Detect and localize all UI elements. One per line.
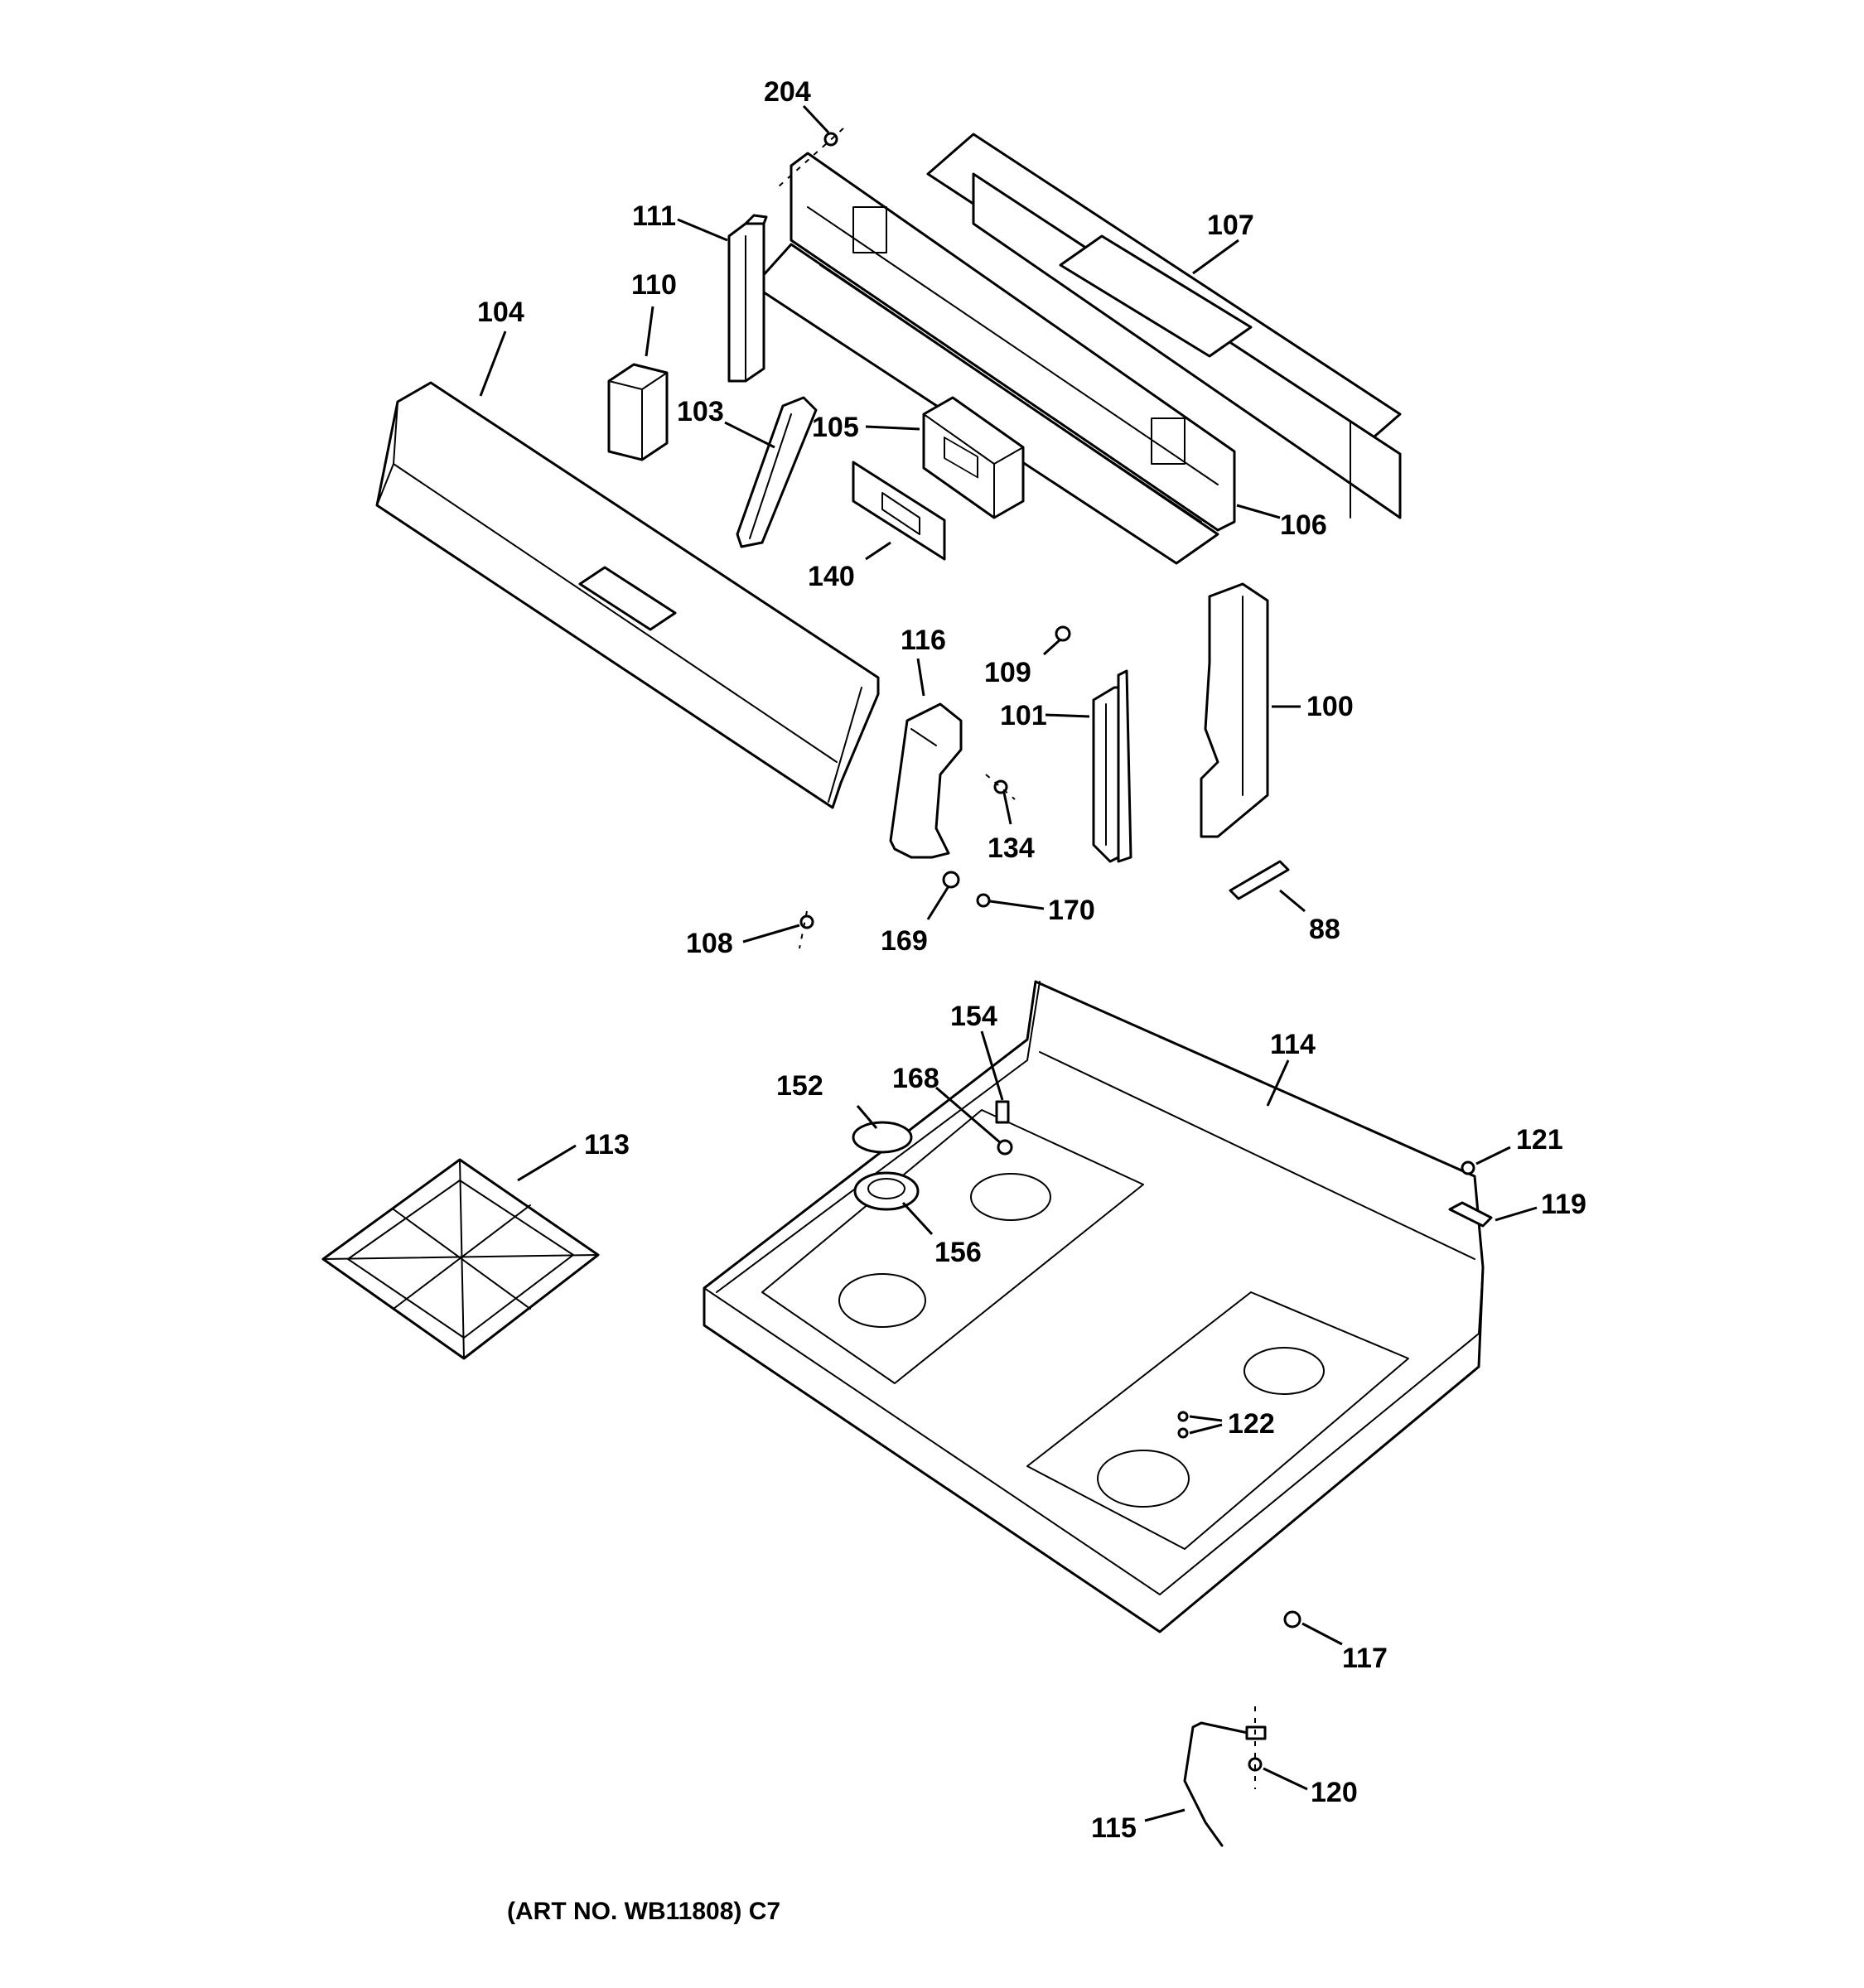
part-134-screw: [985, 774, 1016, 800]
leader-lines: [479, 104, 1538, 1822]
label-109: 109: [984, 657, 1031, 688]
label-140: 140: [808, 561, 855, 592]
part-119-bracket: [1448, 1201, 1493, 1228]
label-168: 168: [892, 1063, 939, 1094]
label-101: 101: [1000, 700, 1047, 731]
art-number-caption: (ART NO. WB11808) C7: [507, 1898, 780, 1925]
part-88-spacer: [1229, 860, 1290, 900]
part-108-screw: [799, 910, 814, 949]
part-169-washer: [942, 871, 960, 889]
label-111: 111: [632, 200, 676, 232]
label-108: 108: [686, 928, 733, 959]
label-106: 106: [1280, 509, 1327, 541]
part-204-screw: [778, 128, 844, 187]
part-109-nut: [1055, 625, 1071, 642]
label-116: 116: [901, 625, 946, 656]
label-119: 119: [1541, 1189, 1586, 1220]
label-110: 110: [631, 269, 677, 301]
part-106-backguard-frame: [752, 152, 1236, 565]
label-152: 152: [776, 1070, 823, 1102]
part-117-nut: [1283, 1610, 1301, 1629]
label-103: 103: [677, 396, 724, 427]
part-107-rear-cover: [926, 133, 1402, 519]
label-117: 117: [1342, 1643, 1388, 1674]
part-170-screw: [976, 893, 991, 908]
label-107: 107: [1207, 210, 1254, 241]
label-122: 122: [1228, 1408, 1275, 1440]
label-154: 154: [950, 1001, 997, 1032]
part-115-support-rod: [1183, 1721, 1267, 1847]
label-100: 100: [1306, 691, 1354, 722]
part-140-overlay: [852, 461, 946, 561]
label-105: 105: [812, 412, 859, 443]
label-88: 88: [1309, 914, 1340, 945]
part-152-burner-cap: [852, 1121, 913, 1154]
part-156-burner-head: [853, 1171, 920, 1211]
part-101-bracket: [1092, 669, 1132, 863]
label-170: 170: [1048, 895, 1095, 926]
label-169: 169: [881, 925, 928, 957]
part-116-end-cap: [889, 702, 963, 859]
part-103-bracket: [736, 396, 818, 548]
part-100-end-cap: [1200, 582, 1269, 838]
label-121: 121: [1516, 1124, 1563, 1156]
label-204: 204: [764, 76, 811, 108]
part-113-grate: [321, 1158, 600, 1360]
label-156: 156: [934, 1237, 982, 1268]
label-113: 113: [584, 1129, 630, 1160]
part-121-screw: [1461, 1160, 1475, 1175]
label-114: 114: [1270, 1029, 1316, 1060]
part-104-control-panel: [375, 381, 880, 809]
label-115: 115: [1091, 1812, 1137, 1844]
label-134: 134: [988, 832, 1035, 864]
part-168-spring: [997, 1139, 1013, 1156]
part-111-bracket: [727, 214, 768, 383]
label-120: 120: [1311, 1777, 1358, 1808]
label-104: 104: [477, 297, 524, 328]
part-110-switch: [607, 363, 669, 461]
part-120-screw: [1248, 1706, 1263, 1789]
part-154-orifice: [995, 1100, 1010, 1124]
part-105-clock: [922, 396, 1025, 519]
part-122-screws: [1177, 1411, 1189, 1439]
